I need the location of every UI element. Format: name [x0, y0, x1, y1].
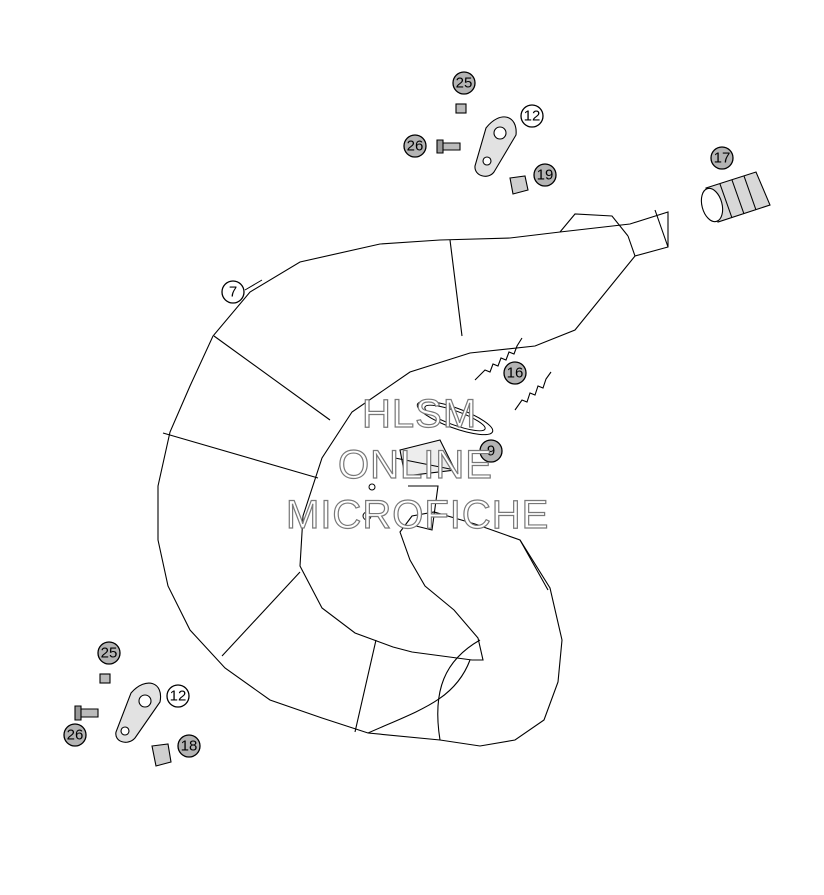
callout-label-18: 18 — [181, 738, 198, 755]
bracket-bottom — [74, 673, 172, 767]
callout-label-16: 16 — [507, 365, 524, 382]
callout-label-26-bottom: 26 — [67, 727, 84, 744]
callout-9: 9 — [479, 439, 503, 463]
gasket-ring — [416, 400, 494, 436]
watermark-line2: ONLINE — [337, 442, 493, 487]
watermark-line1: HLSM — [361, 391, 478, 436]
callout-label-7: 7 — [229, 284, 237, 301]
callout-label-12-bottom: 12 — [170, 688, 187, 705]
silencer-sleeve — [700, 171, 771, 223]
callout-16: 16 — [503, 361, 527, 385]
callout-12-bottom: 12 — [166, 684, 190, 708]
callout-25-top: 25 — [452, 71, 476, 95]
watermark-line3: MICROFICHE — [285, 492, 550, 537]
exhaust-pipe — [157, 209, 669, 747]
callout-label-25-top: 25 — [456, 75, 473, 92]
callout-18: 18 — [177, 734, 201, 758]
callout-label-12-top: 12 — [524, 108, 541, 125]
callout-25-bottom: 25 — [97, 641, 121, 665]
callout-label-17: 17 — [714, 150, 731, 167]
callout-label-26-top: 26 — [407, 138, 424, 155]
callout-19: 19 — [533, 163, 557, 187]
callout-label-9: 9 — [487, 443, 495, 460]
flange-hooks — [362, 483, 376, 521]
callout-12-top: 12 — [520, 104, 544, 128]
callout-7: 7 — [221, 280, 245, 304]
springs — [474, 337, 552, 411]
callout-26-bottom: 26 — [63, 723, 87, 747]
callout-26-top: 26 — [403, 134, 427, 158]
callout-17: 17 — [710, 146, 734, 170]
callout-label-19: 19 — [537, 167, 554, 184]
bracket-top — [436, 103, 529, 195]
leader-line-7 — [244, 279, 263, 291]
callout-label-25-bottom: 25 — [101, 645, 118, 662]
